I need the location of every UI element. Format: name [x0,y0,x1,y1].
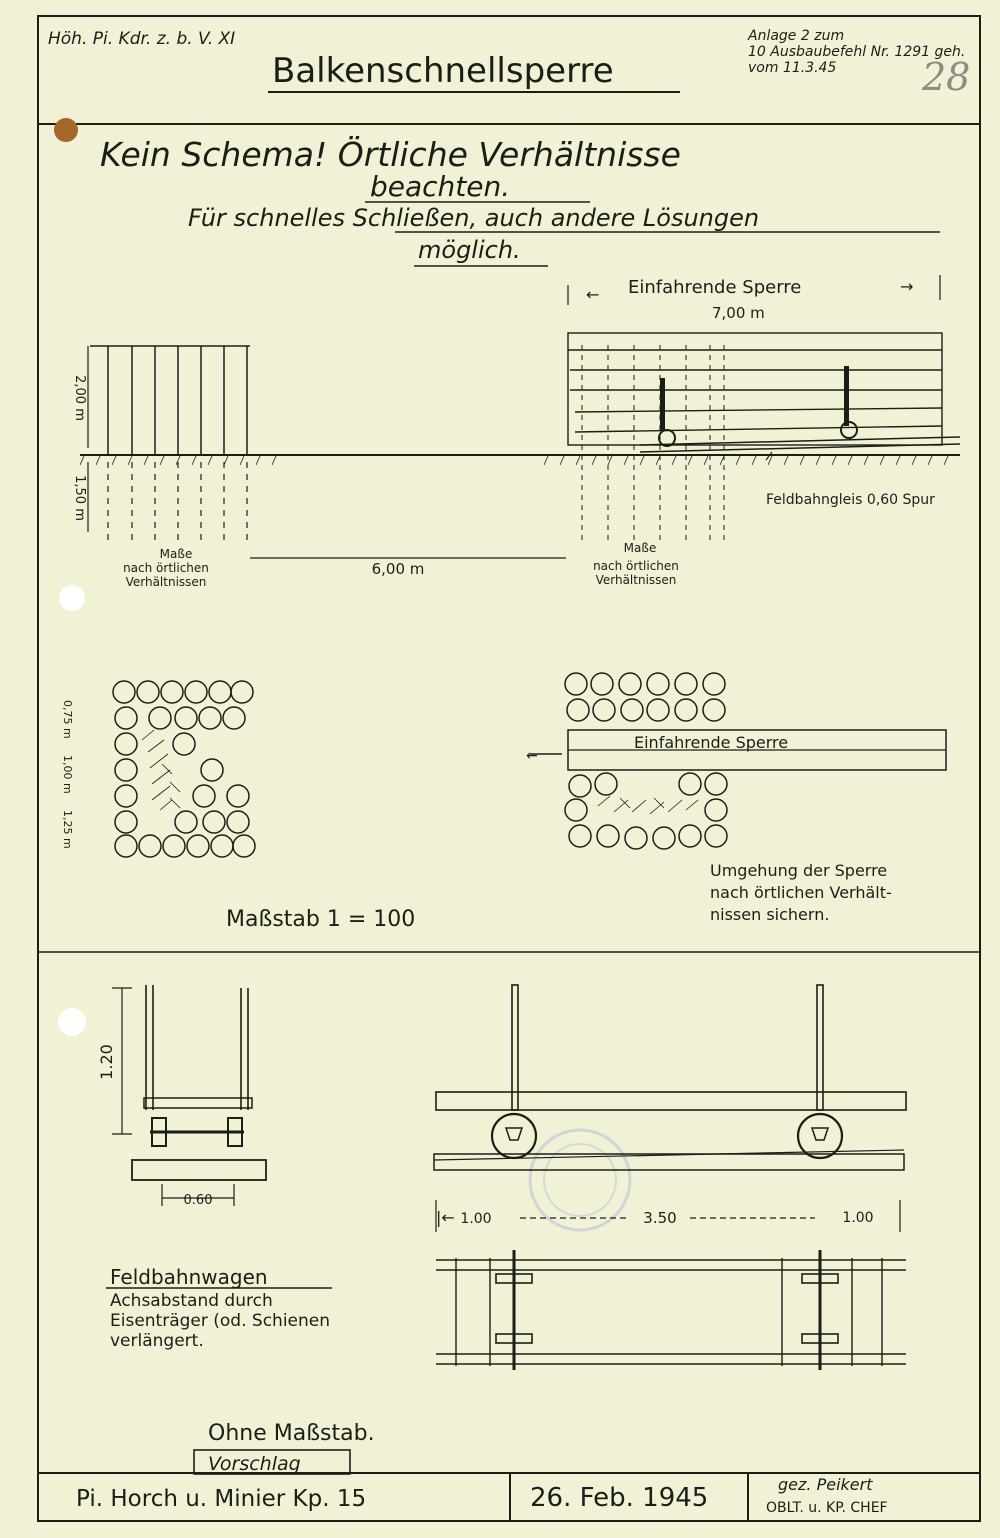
signature: gez. Peikert [778,1475,873,1494]
elevation-view: ← Einfahrende Sperre → 7,00 m [72,275,961,589]
no-scale-note: Ohne Maßstab. [208,1421,375,1446]
height-above: 2,00 m [72,375,87,421]
sliding-length: 7,00 m [712,304,765,322]
wheel-plan-rb [801,1333,839,1344]
axle-distance: 3.50 [643,1209,676,1227]
page-title: Balkenschnellsperre [272,51,614,91]
gap-distance: 6,00 m [372,560,425,578]
wagon-title: Feldbahnwagen [110,1265,268,1289]
proposal-tag-box [193,1449,351,1475]
plan-left-fill [141,729,181,811]
wagon-stake-right [844,366,849,426]
company: Pi. Horch u. Minier Kp. 15 [76,1486,366,1512]
unit-designation: Höh. Pi. Kdr. z. b. V. XI [48,29,235,49]
rail-bottom [639,443,961,453]
ground-hatching-left [79,455,277,466]
bypass-line-1: Umgehung der Sperre [710,861,887,880]
plan-right-logs-bottom [564,772,728,850]
plan-left-logs [112,680,256,858]
right-dims-3: Verhältnissen [596,573,677,587]
axle-dist-left: 1.00 [460,1211,491,1227]
ground-hatching-right [543,455,949,466]
wagon-wheel-right [840,421,858,439]
arrow-right-glyph: → [900,277,913,296]
bypass-line-2: nach örtlichen Verhält- [710,883,892,902]
plan-dim-c: 1,25 m [61,810,74,849]
bypass-line-3: nissen sichern. [710,905,829,924]
rail-top [639,436,961,446]
fixed-posts [90,345,250,455]
wagon-desc-3: verlängert. [110,1331,204,1351]
plan-right-logs-top [564,672,726,722]
note-line-1: Kein Schema! Örtliche Verhältnisse [100,134,681,174]
stamp-inner [543,1143,617,1217]
page-number: 28 [921,55,970,99]
wagon-wheel-left [658,429,676,447]
note-line-4: möglich. [418,236,521,264]
left-dims-1: Maße [160,547,193,561]
wagon-wheel-side-left [490,1112,538,1160]
wagon-stake-side-left [511,984,519,1111]
wheel-plan-lt [495,1273,533,1284]
stamp-circle [528,1128,632,1232]
wagon-deck-beam [435,1091,907,1111]
note-line-2: beachten. [370,170,510,203]
track-gauge: 0.60 [184,1193,213,1208]
wagon-desc-2: Eisenträger (od. Schienen [110,1311,330,1331]
arrow-left-glyph: ← [586,285,599,304]
annex-line-1: Anlage 2 zum [747,28,844,44]
left-dims-2: nach örtlichen [123,561,209,575]
wheel-plan-rt [801,1273,839,1284]
wagon-end-bed [143,1097,253,1109]
sleeper [131,1159,267,1181]
sliding-barrier-label: Einfahrende Sperre [628,277,801,298]
wagon-rail [433,1153,905,1171]
punch-hole-lower [58,1008,86,1036]
date: 26. Feb. 1945 [530,1483,708,1513]
annex-line-3: vom 11.3.45 [748,60,836,76]
plan-sliding-label: Einfahrende Sperre [634,733,788,752]
depth-below: 1,50 m [72,475,87,521]
sliding-barrier-logs [567,332,943,446]
wagon-stake-left [660,378,665,430]
wheel-plan-lb [495,1333,533,1344]
plan-right-fill [597,795,699,815]
wagon-desc-1: Achsabstand durch [110,1291,273,1311]
punch-hole-upper [59,585,85,611]
note-line-3: Für schnelles Schließen, auch andere Lös… [188,204,759,232]
right-dims-2: nach örtlichen [593,559,679,573]
wagon-plan-view [436,1250,906,1370]
buried-posts [107,462,248,540]
proposal-tag: Vorschlag [208,1453,301,1475]
wagon-side-view: |← 1.00 3.50 1.00 [433,984,907,1232]
wheel-end-left [151,1117,167,1147]
wagon-wheel-side-right [796,1112,844,1160]
plan-arrow-glyph: ← [526,748,538,764]
wagon-end-view: 1.20 0.60 [97,985,267,1208]
plan-dim-b: 1,00 m [61,755,74,794]
axle-dim-left: |← [436,1208,455,1227]
plan-dim-a: 0,75 m [61,700,74,739]
annex-line-2: 10 Ausbaubefehl Nr. 1291 geh. [748,44,965,60]
wagon-height: 1.20 [97,1044,116,1080]
wagon-end-stakes [145,985,249,1110]
plan-view: 0,75 m 1,00 m 1,25 m Einfahrende Sperre … [61,672,947,932]
right-dims-1: Maße [624,541,657,555]
track-label: Feldbahngleis 0,60 Spur [766,492,935,508]
sliding-barrier-hidden [581,345,725,540]
rust-hole [54,118,78,142]
wheel-end-right [227,1117,243,1147]
axle-dist-right: 1.00 [842,1210,873,1226]
rank: OBLT. u. KP. CHEF [766,1500,888,1516]
plan-scale: Maßstab 1 = 100 [226,907,415,932]
left-dims-3: Verhältnissen [126,575,207,589]
wagon-stake-side-right [816,984,824,1111]
